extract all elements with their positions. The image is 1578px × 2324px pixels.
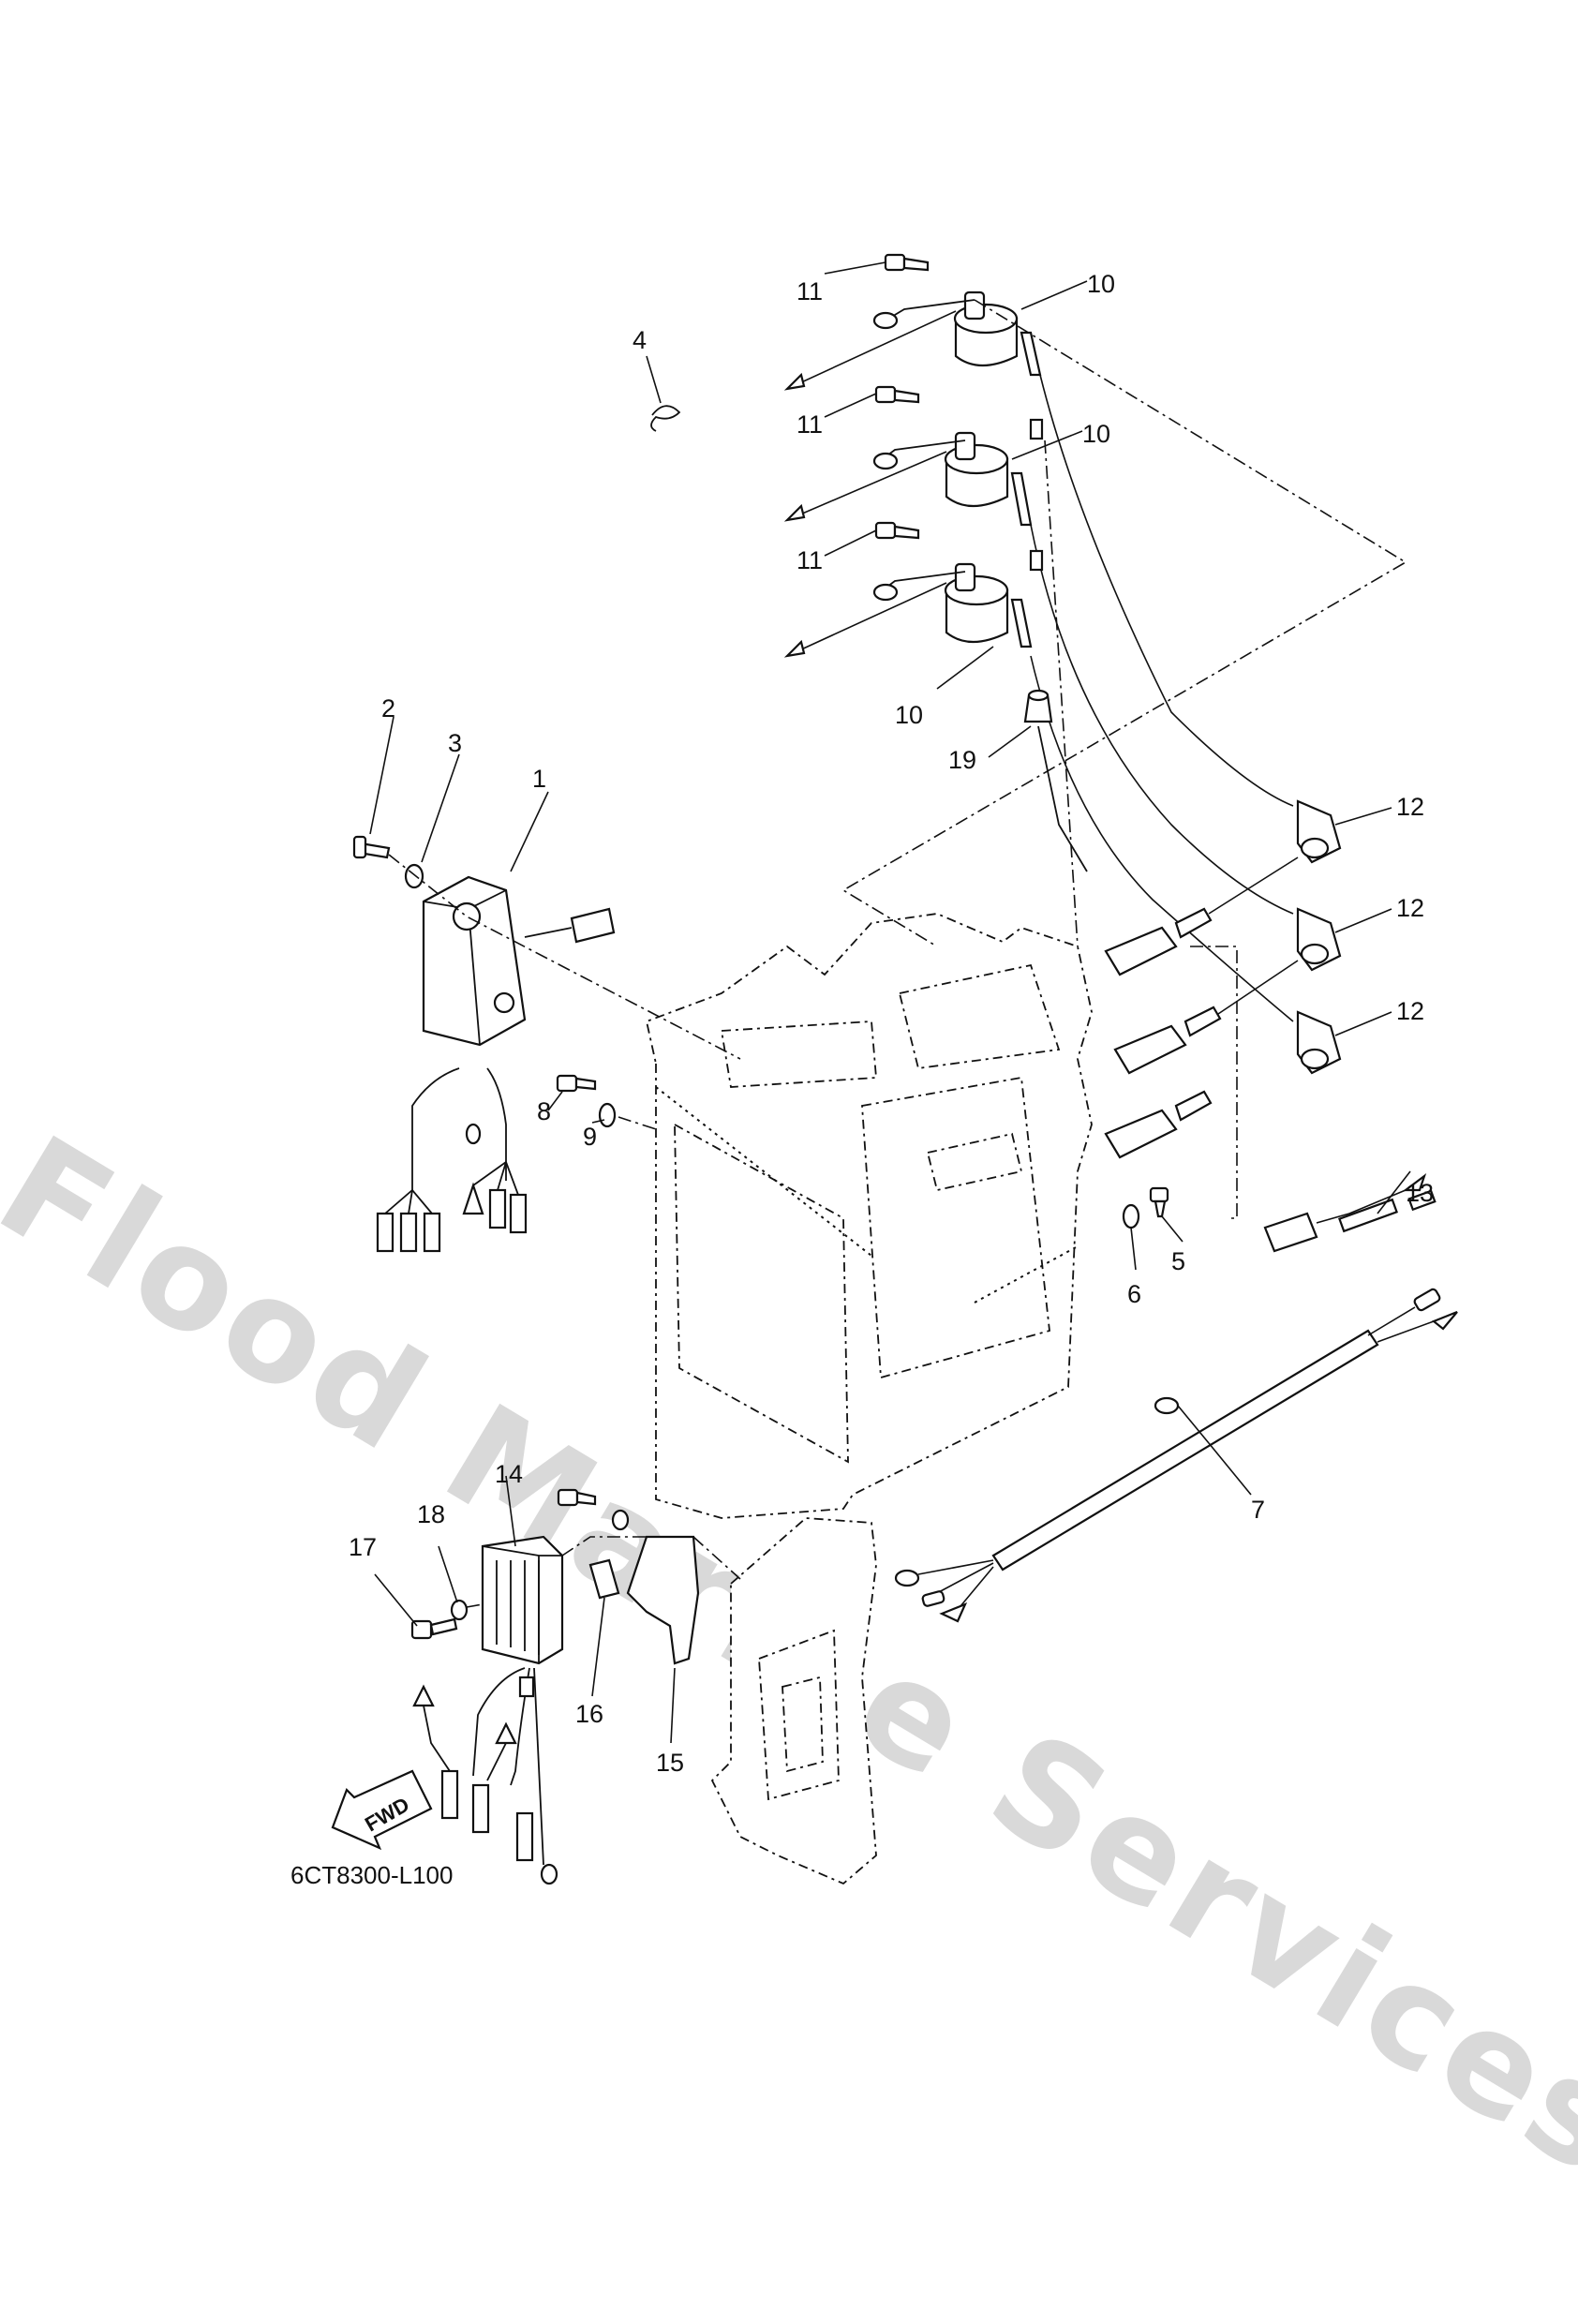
spark-plug-cap-lower (1296, 1010, 1342, 1075)
bolt-8 (556, 1074, 597, 1093)
fwd-arrow: FWD (331, 1769, 433, 1851)
spark-plug-upper (1104, 857, 1299, 976)
spark-plug-middle (1113, 960, 1299, 1075)
mounting-bracket-plate (710, 1517, 877, 1885)
rectifier-regulator-14 (412, 1535, 564, 1885)
callout-11-middle: 11 (796, 410, 823, 439)
callout-15: 15 (656, 1749, 684, 1777)
callout-2: 2 (381, 694, 395, 723)
washer-6 (1122, 1203, 1140, 1229)
callout-18: 18 (417, 1500, 445, 1528)
callout-1: 1 (532, 765, 546, 793)
callout-3: 3 (448, 729, 462, 757)
callout-17: 17 (349, 1533, 377, 1561)
spark-plug-cap-upper (1296, 799, 1342, 864)
callout-10-middle: 10 (1082, 420, 1110, 448)
wiring-harness-7 (894, 1288, 1458, 1623)
clip-16 (588, 1558, 620, 1600)
washer-9 (598, 1102, 617, 1128)
callout-12-upper: 12 (1396, 793, 1424, 821)
callout-11-lower: 11 (796, 546, 823, 574)
leader-lines (369, 261, 1411, 1744)
bracket-15 (561, 1535, 741, 1665)
callout-16: 16 (575, 1700, 603, 1728)
bolt-17 (410, 1617, 458, 1640)
callout-5: 5 (1171, 1247, 1185, 1275)
bolt-2 (352, 835, 391, 859)
clip-4 (650, 405, 681, 432)
bolt-11-middle (874, 385, 920, 404)
bolt-5 (1149, 1186, 1169, 1218)
callout-4: 4 (633, 326, 647, 354)
washer-18 (450, 1599, 469, 1621)
callout-12-middle: 12 (1396, 894, 1424, 922)
callout-6: 6 (1127, 1280, 1141, 1308)
bolt-11-upper (884, 253, 930, 272)
washer-3 (404, 863, 424, 889)
bolt-11-lower (874, 521, 920, 540)
ignition-coil-lower (875, 562, 1033, 648)
callout-13: 13 (1406, 1179, 1434, 1207)
grommet-19 (1023, 689, 1088, 872)
callout-11-upper: 11 (796, 277, 823, 305)
callout-10-upper: 10 (1087, 270, 1115, 298)
callout-9: 9 (583, 1123, 597, 1151)
callout-7: 7 (1251, 1496, 1265, 1524)
callout-19: 19 (948, 746, 976, 774)
engine-block (645, 913, 1093, 1519)
callout-labels: 1 2 3 4 5 6 7 8 9 10 10 10 11 11 11 12 1… (349, 270, 1434, 1777)
callout-14: 14 (495, 1460, 523, 1488)
cdi-unit (376, 875, 616, 1253)
spark-plug-cap-middle (1296, 907, 1342, 972)
callout-8: 8 (537, 1097, 551, 1125)
callout-12-lower: 12 (1396, 997, 1424, 1025)
callout-10-lower: 10 (895, 701, 923, 729)
spark-plug-lower (1104, 1090, 1213, 1159)
ignition-coil-upper (880, 290, 1042, 377)
bolt-upper-bracket (557, 1488, 597, 1507)
drawing-code: 6CT8300-L100 (290, 1861, 453, 1889)
ignition-coil-middle (875, 431, 1033, 527)
